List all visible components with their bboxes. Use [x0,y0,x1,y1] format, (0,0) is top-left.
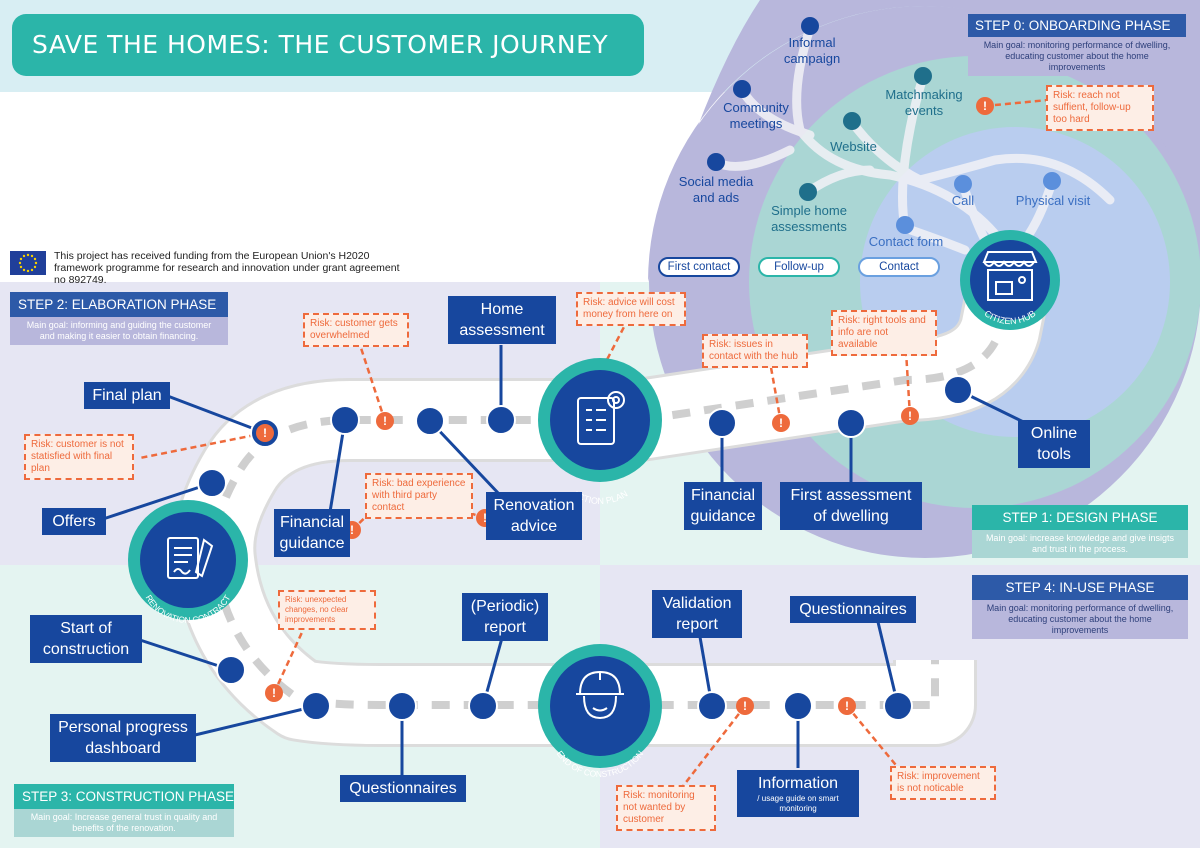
step0-goal: Main goal: monitoring performance of dwe… [968,37,1186,76]
step2-goal: Main goal: informing and guiding the cus… [10,317,228,345]
svg-text:!: ! [845,699,849,713]
onboard-physical-visit: Physical visit [1015,193,1091,208]
touchpoint-validation-report: Validation report [652,590,742,638]
touchpoint-questionnaires-2: Questionnaires [790,596,916,623]
onboard-informal-campaign: Informal campaign [783,35,841,66]
touchpoint-renovation-advice: Renovation advice [486,492,582,540]
risk-tools: Risk: right tools and info are not avail… [831,310,937,356]
step3-box: STEP 3: CONSTRUCTION PHASE Main goal: In… [14,784,234,837]
dot-matchmaking [914,67,932,85]
step1-box: STEP 1: DESIGN PHASE Main goal: increase… [972,505,1188,558]
information-title: Information [757,775,839,792]
funding-notice: This project has received funding from t… [10,250,400,286]
shop-icon [982,251,1038,301]
dot-simple-home [799,183,817,201]
svg-text:!: ! [383,414,387,428]
svg-text:!: ! [908,409,912,423]
step4-box: STEP 4: IN-USE PHASE Main goal: monitori… [972,575,1188,639]
touchpoint-periodic-report: (Periodic) report [462,593,548,641]
touchpoint-final-plan: Final plan [84,382,170,409]
dot-physical [1043,172,1061,190]
touchpoint-financial-guidance-1: Financial guidance [684,482,762,530]
onboard-community-meetings: Community meetings [723,100,789,131]
svg-text:!: ! [779,416,783,430]
worker-icon [576,670,624,720]
step3-goal: Main goal: Increase general trust in qua… [14,809,234,837]
end-of-construction-milestone: END OF CONSTRUCTION [538,644,662,779]
step1-goal: Main goal: increase knowledge and give i… [972,530,1188,558]
touchpoint-progress-dashboard: Personal progress dashboard [50,714,196,762]
svg-text:!: ! [483,511,487,525]
svg-text:!: ! [983,99,987,113]
risk-monitoring: Risk: monitoring not wanted by customer [616,785,716,831]
dot-community [733,80,751,98]
action-plan-milestone: ACTION PLAN [538,358,662,506]
risk-overwhelmed: Risk: customer gets overwhelmed [303,313,409,347]
onboard-social-media: Social media and ads [678,174,754,205]
dot-informal-campaign [801,17,819,35]
svg-text:!: ! [743,699,747,713]
touchpoint-online-tools: Online tools [1018,420,1090,468]
onboard-contact-form: Contact form [868,234,944,249]
touchpoint-information: Information / usage guide on smart monit… [737,770,859,817]
renovation-contract-milestone: RENOVATION CONTRACT [128,500,248,625]
step0-title: STEP 0: ONBOARDING PHASE [968,14,1186,37]
step0-box: STEP 0: ONBOARDING PHASE Main goal: moni… [968,14,1186,76]
legend-contact: Contact [858,257,940,277]
legend-first-contact: First contact [658,257,740,277]
dot-social [707,153,725,171]
dot-website [843,112,861,130]
onboard-matchmaking: Matchmaking events [885,87,963,118]
svg-text:!: ! [272,686,276,700]
touchpoint-questionnaires-1: Questionnaires [340,775,466,802]
svg-text:!: ! [263,426,267,440]
onboard-simple-home: Simple home assessments [771,203,847,234]
step4-title: STEP 4: IN-USE PHASE [972,575,1188,600]
touchpoint-dots [197,375,973,721]
legend-follow-up: Follow-up [758,257,840,277]
dot-contact-form [896,216,914,234]
document-gear-icon [577,391,625,445]
touchpoint-home-assessment: Home assessment [448,296,556,344]
touchpoint-financial-guidance-2: Financial guidance [274,509,350,557]
dot-call [954,175,972,193]
eu-flag-icon [10,251,46,275]
citizen-hub-milestone: CITIZEN HUB [960,230,1060,330]
information-subtitle: / usage guide on smart monitoring [757,794,839,813]
page-title: SAVE THE HOMES: THE CUSTOMER JOURNEY [12,14,644,76]
step2-title: STEP 2: ELABORATION PHASE [10,292,228,317]
risk-cost: Risk: advice will cost money from here o… [576,292,686,326]
svg-text:!: ! [350,523,354,537]
risk-reach: Risk: reach not suffient, follow-up too … [1046,85,1154,131]
touchpoint-first-assessment: First assessment of dwelling [780,482,922,530]
risk-improvement: Risk: improvement is not noticable [890,766,996,800]
touchpoint-start-construction: Start of construction [30,615,142,663]
onboard-call: Call [951,193,975,208]
contract-pen-icon [167,537,214,579]
risk-final-plan: Risk: customer is not statisfied with fi… [24,434,134,480]
step1-title: STEP 1: DESIGN PHASE [972,505,1188,530]
onboard-website: Website [830,139,877,154]
step4-goal: Main goal: monitoring performance of dwe… [972,600,1188,639]
step3-title: STEP 3: CONSTRUCTION PHASE [14,784,234,809]
risk-third-party: Risk: bad experience with third party co… [365,473,473,519]
touchpoint-offers: Offers [42,508,106,535]
step2-box: STEP 2: ELABORATION PHASE Main goal: inf… [10,292,228,345]
risk-unexpected: Risk: unexpected changes, no clear impro… [278,590,376,630]
funding-text: This project has received funding from t… [54,250,400,286]
risk-hub: Risk: issues in contact with the hub [702,334,808,368]
